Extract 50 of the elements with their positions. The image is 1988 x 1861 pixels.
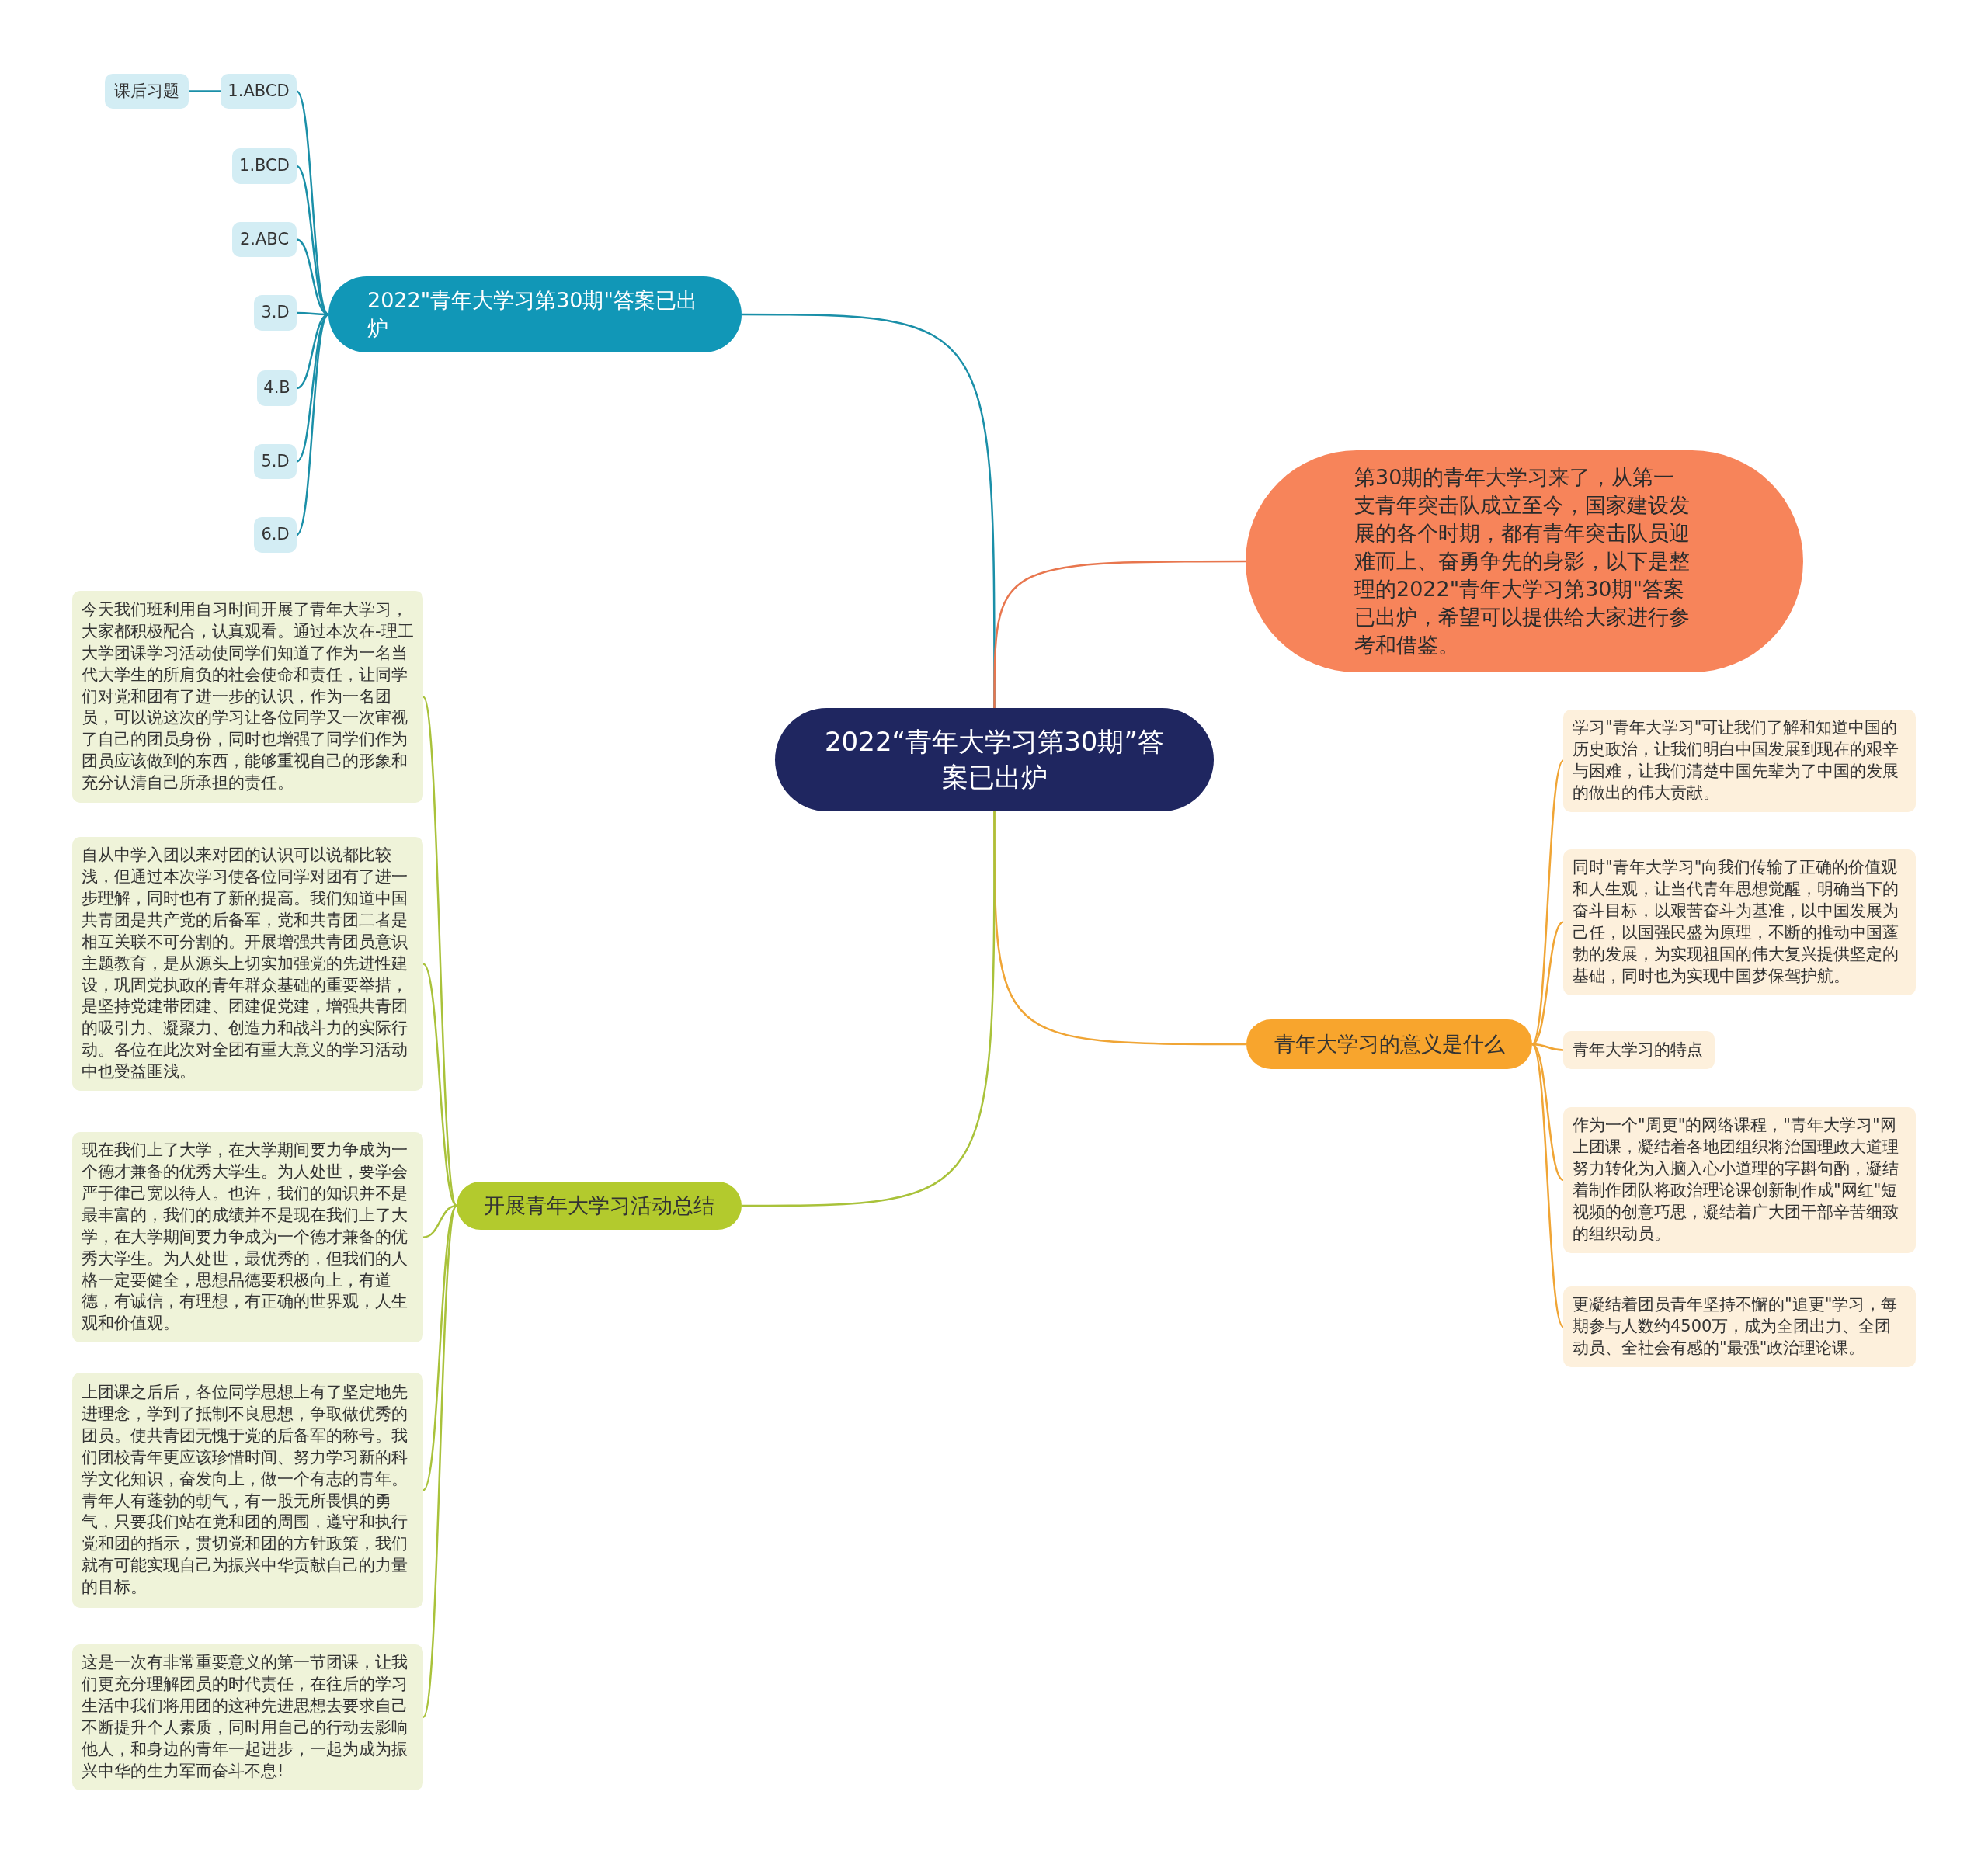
connector bbox=[422, 963, 457, 1207]
answer-tag bbox=[221, 74, 297, 109]
answer-tag bbox=[232, 148, 297, 184]
answer-tag bbox=[254, 295, 297, 331]
connector bbox=[422, 1205, 458, 1491]
note-card bbox=[1563, 1107, 1916, 1253]
note-card bbox=[72, 1644, 423, 1790]
note-card bbox=[1563, 1286, 1916, 1367]
answer-tag bbox=[254, 444, 297, 479]
connector bbox=[422, 1204, 457, 1238]
connector bbox=[1531, 760, 1565, 1045]
topic-text: 2022"青年大学习第30期"答案已出炉 bbox=[367, 287, 698, 342]
answer-text: 课后习题 bbox=[114, 80, 179, 102]
note-card bbox=[1563, 710, 1916, 812]
answer-tag bbox=[254, 517, 297, 553]
connector bbox=[1531, 1043, 1565, 1328]
answer-text: 4.B bbox=[263, 377, 290, 399]
topic-text: 青年大学习的意义是什么 bbox=[1274, 1031, 1505, 1058]
connector bbox=[189, 90, 221, 92]
note-text: 现在我们上了大学，在大学期间要力争成为一个德才兼备的优秀大学生。为人处世，要学会严于律己宽以待人。也许，我们的知识并不是最丰富的，我们的成绩并不是现在我们上了大学，在大学期间要力争成为一个德才兼备的优秀大学生。为人处世，最优秀的，但我们的人格一定要健全，思想品德要积极向上，有道德，有诚信，有理想，有正确的世界观，人生观和价值观。 bbox=[82, 1140, 408, 1335]
answer-tag bbox=[232, 222, 297, 257]
connector bbox=[296, 165, 329, 315]
note-text: 自从中学入团以来对团的认识可以说都比较浅，但通过本次学习使各位同学对团有了进一步理解，同时也有了新的提高。我们知道中国共青团是共产党的后备军，党和共青团二者是相互关联不可分割的。开展增强共青团员意识主题教育，是从源头上切实加强党的先进性建设，巩固党执政的青年群众基础的重要举措，是坚持党建带团建、团建促党建，增强共青团的吸引力、凝聚力、创造力和战斗力的实际行动。各位在此次对全团有重大意义的学习活动中也受益匪浅。 bbox=[82, 845, 408, 1083]
note-text: 今天我们班利用自习时间开展了青年大学习，大家都积极配合，认真观看。通过本次在-理工大学团课学习活动使同学们知道了作为一名当代大学生的所肩负的社会使命和责任，让同学们对党和团有了进一步的认识，作为一名团员，可以说这次的学习让各位同学又一次审视了自己的团员身份，同时也增强了同学们作为团员应该做到的东西，能够重视自己的形象和充分认清自己所承担的责任。 bbox=[82, 599, 414, 794]
note-text: 更凝结着团员青年坚持不懈的"追更"学习，每期参与人数约4500万，成为全团出力、全团动员、全社会有感的"最强"政治理论课。 bbox=[1573, 1294, 1899, 1359]
answer-text: 6.D bbox=[261, 524, 290, 546]
connector bbox=[422, 696, 458, 1207]
note-text: 这是一次有非常重要意义的第一节团课，让我们更充分理解团员的时代责任，在往后的学习生活中我们将用团的这种先进思想去要求自己不断提升个人素质，同时用自己的行动去影响他人，和身边的青年一起进步，一起为成为振兴中华的生力军而奋斗不息! bbox=[82, 1652, 408, 1782]
topic-text: 开展青年大学习活动总结 bbox=[484, 1193, 714, 1220]
topic-text: 2022“青年大学习第30期”答案已出炉 bbox=[824, 725, 1165, 794]
note-card bbox=[1563, 1031, 1715, 1069]
note-card bbox=[1563, 849, 1916, 995]
connector bbox=[296, 314, 329, 536]
connector bbox=[993, 560, 1246, 708]
connector bbox=[742, 811, 996, 1207]
connector bbox=[1531, 1043, 1564, 1181]
intro-text: 第30期的青年大学习来了，从第一支青年突击队成立至今，国家建设发展的各个时期，都有青年突击队员迎难而上、奋勇争先的身影，以下是整理的2022"青年大学习第30期"答案已出炉，希望可以提供给大家进行参考和借鉴。 bbox=[1354, 464, 1691, 658]
answer-text: 3.D bbox=[261, 302, 290, 324]
answer-text: 1.ABCD bbox=[228, 80, 290, 102]
answer-text: 2.ABC bbox=[239, 228, 290, 250]
note-text: 青年大学习的特点 bbox=[1573, 1039, 1703, 1061]
connector bbox=[422, 1205, 458, 1718]
answer-tag bbox=[257, 370, 297, 406]
answer-text: 5.D bbox=[261, 450, 290, 472]
note-text: 作为一个"周更"的网络课程，"青年大学习"网上团课，凝结着各地团组织将治国理政大道理努力转化为入脑入心小道理的字斟句酌，凝结着制作团队将政治理论课创新制作成"网红"短视频的创意巧思，凝结着广大团干部辛苦细致的组织动员。 bbox=[1573, 1115, 1899, 1245]
note-text: 学习"青年大学习"可让我们了解和知道中国的历史政治，让我们明白中国发展到现在的艰辛与困难，让我们清楚中国先辈为了中国的发展的做出的伟大贡献。 bbox=[1573, 717, 1899, 804]
note-text: 同时"青年大学习"向我们传输了正确的价值观和人生观，让当代青年思想觉醒，明确当下的奋斗目标，以艰苦奋斗为基准，以中国发展为己任，以国强民盛为原理，不断的推动中国蓬勃的发展，为实现祖国的伟大复兴提供坚定的基础，同时也为实现中国梦保驾护航。 bbox=[1573, 857, 1899, 987]
answer-text: 1.BCD bbox=[239, 155, 290, 177]
note-text: 上团课之后后，各位同学思想上有了坚定地先进理念，学到了抵制不良思想，争取做优秀的团员。使共青团无愧于党的后备军的称号。我们团校青年更应该珍惜时间、努力学习新的科学文化知识，奋发向上，做一个有志的青年。青年人有蓬勃的朝气，有一股无所畏惧的勇气，只要我们站在党和团的周围，遵守和执行党和团的指示，贯切党和团的方针政策，我们就有可能实现自己为振兴中华贡献自己的力量的目标。 bbox=[82, 1381, 408, 1599]
answer-tag bbox=[105, 74, 189, 109]
